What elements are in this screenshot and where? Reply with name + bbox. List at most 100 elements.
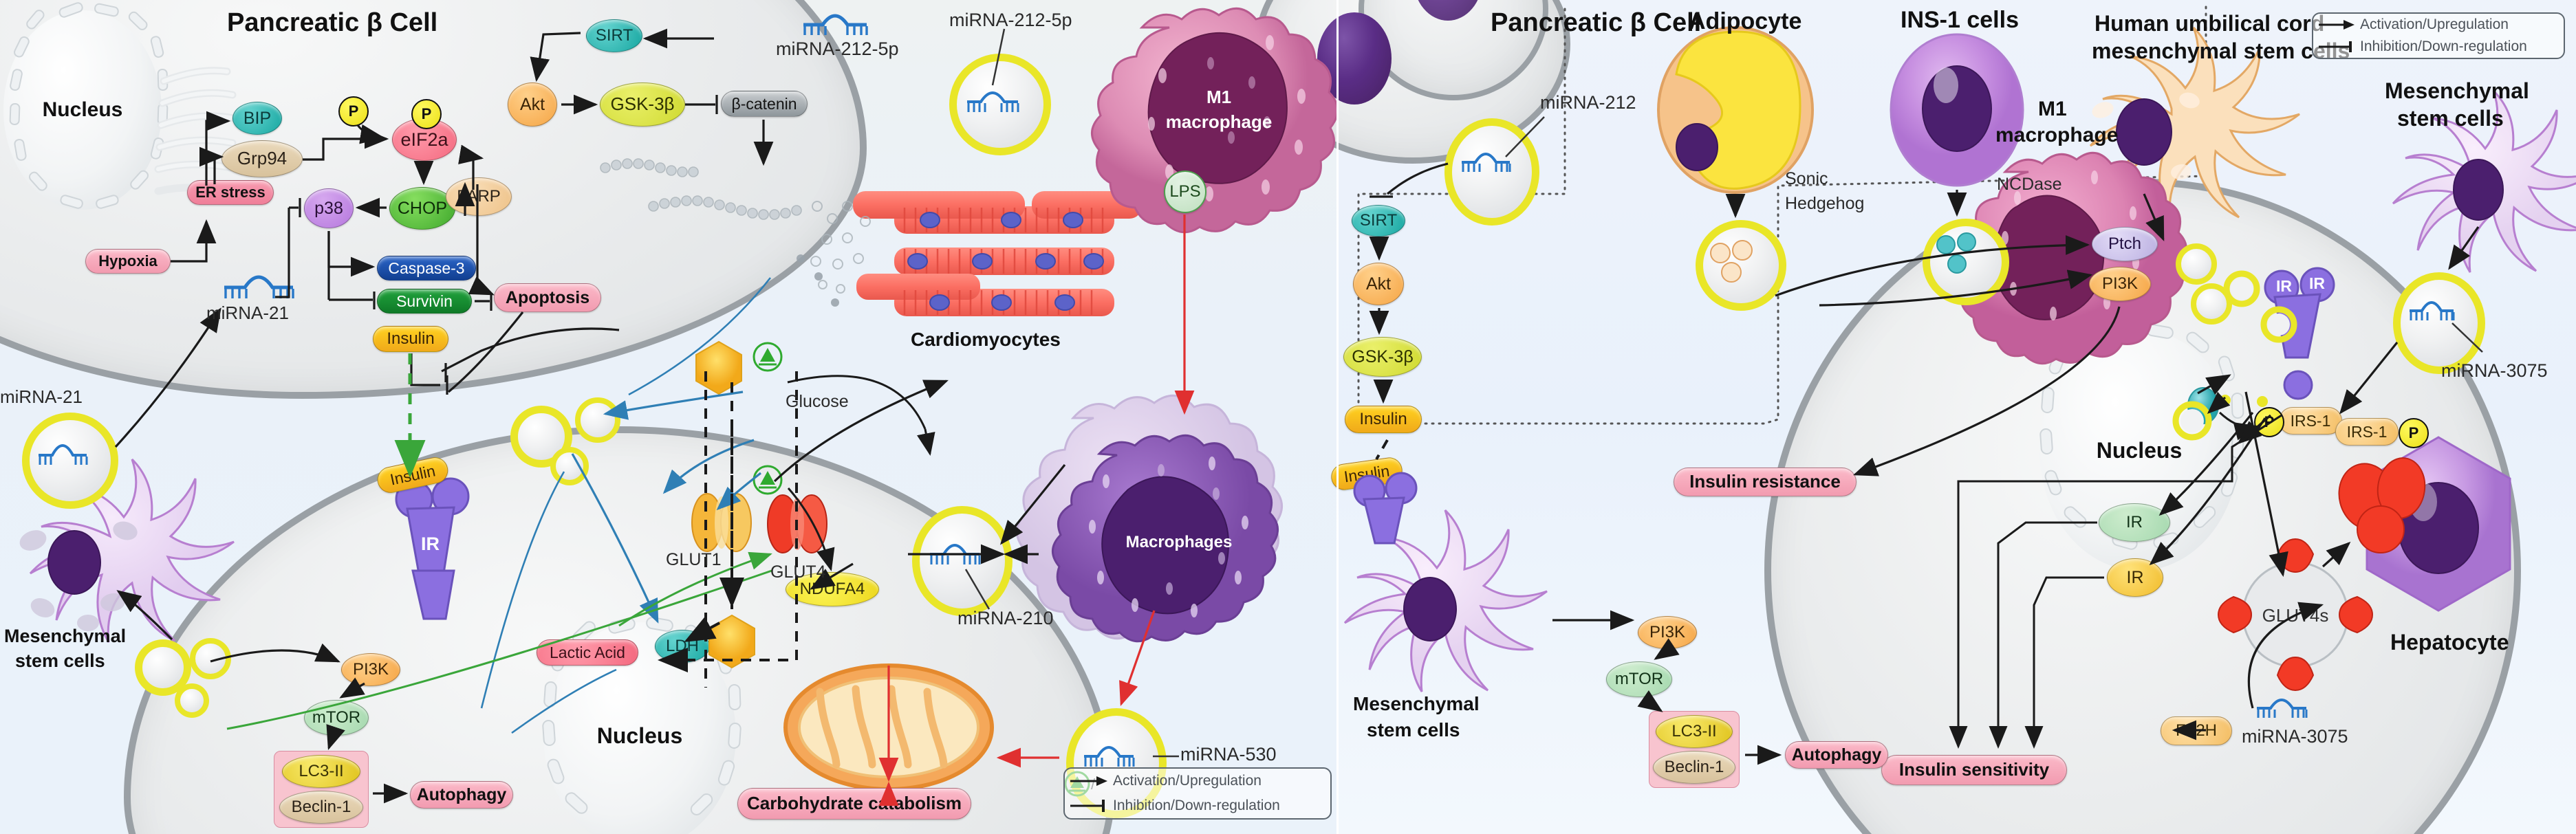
panel-b-label-mirna-3075-right: miRNA-3075 (2441, 360, 2548, 381)
panel-b-node-fa2h: FA2H (2161, 716, 2232, 745)
node-beclin1: Beclin-1 (279, 791, 363, 824)
panel-b-node-akt-right: IR (2107, 558, 2163, 597)
activation-arrow-icon (1070, 776, 1107, 786)
panel-b-node-sirt1: IR (2099, 503, 2170, 542)
svg-text:M1: M1 (1206, 87, 1231, 107)
panel-b-phospho-left-label: P (2264, 413, 2275, 430)
panel-b-label-msc-left-2: stem cells (1367, 719, 1460, 740)
panel-b-node-insulin-resistance-label: Insulin resistance (1689, 471, 1841, 492)
node-mtor-label: mTOR (312, 708, 361, 727)
panel-b-node-irs1-left-label: IRS-1 (2290, 411, 2331, 430)
svg-text:macrophage: macrophage (1166, 111, 1273, 132)
panel-b-node-insulin-resistance: Insulin resistance (1674, 468, 1857, 496)
panel-b-beta-nucleus (1317, 12, 1392, 105)
panel-b-node-sirt: SIRT (1352, 205, 1405, 237)
panel-b-node-irs1-left: IRS-1 (2279, 407, 2342, 435)
panel-b-node-irs1-right-label: IRS-1 (2346, 422, 2388, 441)
node-grp94-label: Grp94 (237, 148, 288, 169)
node-gsk3b: GSK-3β (600, 83, 685, 127)
panel-a: Nucleus (0, 0, 1338, 834)
svg-text:Macrophages: Macrophages (1126, 533, 1233, 551)
node-carbohydrate-catabolism: Carbohydrate catabolism (737, 788, 971, 820)
glucose-hexagon-top (695, 340, 742, 395)
panel-b-node-insulin-sensitivity-label: Insulin sensitivity (1898, 759, 2050, 780)
label-mirna-21-outer: miRNA-21 (0, 386, 83, 407)
legend-panel-b: Activation/Upregulation Inhibition/Down-… (2312, 12, 2565, 59)
phosphorylation-badge-eif2a: P (411, 99, 442, 129)
legend-row-activation: Activation/Upregulation (1065, 769, 1330, 793)
panel-b-label-mirna-3075-bottom: miRNA-3075 (2242, 726, 2348, 747)
node-er-stress-label: ER stress (195, 184, 266, 201)
panel-b-free-exosome-2 (2257, 396, 2268, 407)
exosome-msc-2 (190, 638, 231, 679)
panel-b-node-akt-label: Akt (1365, 274, 1392, 294)
node-pi3k: PI3K (341, 653, 400, 686)
node-ldh-label: LDH (665, 637, 699, 656)
node-ldh: LDH (655, 630, 710, 663)
node-p38-label: p38 (314, 198, 343, 218)
node-lps-label: LPS (1169, 182, 1201, 201)
node-ndufa4-label: NDUFA4 (799, 580, 865, 599)
panel-b-node-akt-right-label: IR (2126, 567, 2144, 587)
node-lactic-acid-label: Lactic Acid (550, 643, 625, 661)
legend-b-inhibition-label: Inhibition/Down-regulation (2360, 39, 2527, 54)
node-sirt-label: SIRT (595, 26, 634, 45)
panel-b-node-gsk3b: GSK-3β (1343, 337, 1422, 377)
panel-b-phospho-right: P (2399, 418, 2429, 448)
node-survivin: Survivin (377, 289, 472, 314)
panel-b-target-nucleus-label: Nucleus (2096, 437, 2183, 463)
legend-b-row-inhibition: Inhibition/Down-regulation (2313, 36, 2564, 58)
panel-b-node-fa2h-label: FA2H (2175, 721, 2218, 740)
exosome-mirna-210 (912, 506, 1013, 616)
label-mirna-212-5p-inner: miRNA-212-5p (776, 39, 899, 59)
node-beta-catenin-label: β-catenin (731, 94, 797, 113)
node-gsk3b-label: GSK-3β (610, 94, 675, 115)
hucmsc-exosome-1 (2176, 243, 2217, 285)
inhibition-bar-icon (1070, 800, 1105, 812)
legend-activation-label: Activation/Upregulation (1113, 773, 1262, 789)
panel-b-node-ptch: Ptch (2092, 227, 2158, 261)
panel-b-label-hucmsc-1: Human umbilical cord (2095, 11, 2325, 36)
panel-b-label-ins1: INS-1 cells (1901, 7, 2019, 33)
panel-b-node-insulin-label: Insulin (1359, 410, 1407, 429)
panel-b-node-mtor-label: mTOR (1614, 670, 1664, 689)
node-insulin-beta-label: Insulin (387, 329, 435, 349)
panel-b-label-msc-right-2: stem cells (2397, 106, 2504, 131)
panel-b-node-lc3ii-label: LC3-II (1671, 722, 1717, 741)
node-hypoxia-label: Hypoxia (98, 252, 158, 270)
node-parp-label: PARP (457, 187, 501, 206)
label-mesenchymal-a-line1: Mesenchymal (4, 626, 127, 646)
beta-cell-nucleus: Nucleus (3, 10, 162, 210)
label-cardiomyocytes: Cardiomyocytes (911, 329, 1061, 350)
panel-b-exosome-mirna-212 (1444, 118, 1539, 226)
label-mirna-21-inner: miRNA-21 (206, 303, 289, 323)
panel-b-exosome-mirna-3075-right (2393, 272, 2485, 374)
node-caspase3: Caspase-3 (377, 256, 476, 281)
panel-divider (1336, 0, 1339, 834)
legend-b-activation-label: Activation/Upregulation (2360, 17, 2509, 32)
legend-panel-a: Activation/Upregulation Inhibition/Down-… (1063, 767, 1332, 820)
node-insulin-beta: Insulin (373, 326, 448, 352)
upregulation-icon-1 (753, 342, 783, 372)
beta-cell-nucleus-label: Nucleus (42, 98, 123, 121)
node-autophagy-label: Autophagy (416, 784, 507, 804)
exosome-mirna-21 (22, 413, 118, 509)
node-chop-label: CHOP (397, 198, 448, 218)
node-carbohydrate-catabolism-label: Carbohydrate catabolism (746, 793, 962, 814)
node-insulin-target-label: Insulin (388, 461, 437, 489)
panel-b-phospho-right-label: P (2408, 424, 2419, 441)
panel-b-node-pi3k: PI3K (1638, 616, 1697, 649)
panel-b-label-hepatocyte: Hepatocyte (2390, 630, 2509, 655)
node-beclin1-label: Beclin-1 (291, 798, 351, 817)
hucmsc-exosome-2 (2191, 283, 2232, 325)
node-hypoxia: Hypoxia (85, 249, 171, 274)
activation-arrow-icon-b (2319, 20, 2355, 30)
node-eif2a-label: eIF2a (400, 129, 448, 150)
panel-b-node-ptch-label: Ptch (2108, 234, 2142, 254)
label-mirna-210: miRNA-210 (957, 608, 1054, 628)
label-glut4: GLUT4 (770, 562, 826, 582)
node-bip: BIP (232, 102, 282, 135)
panel-b-node-ir-insulin-label: Insulin (1343, 461, 1391, 486)
node-lactic-acid: Lactic Acid (537, 639, 638, 666)
